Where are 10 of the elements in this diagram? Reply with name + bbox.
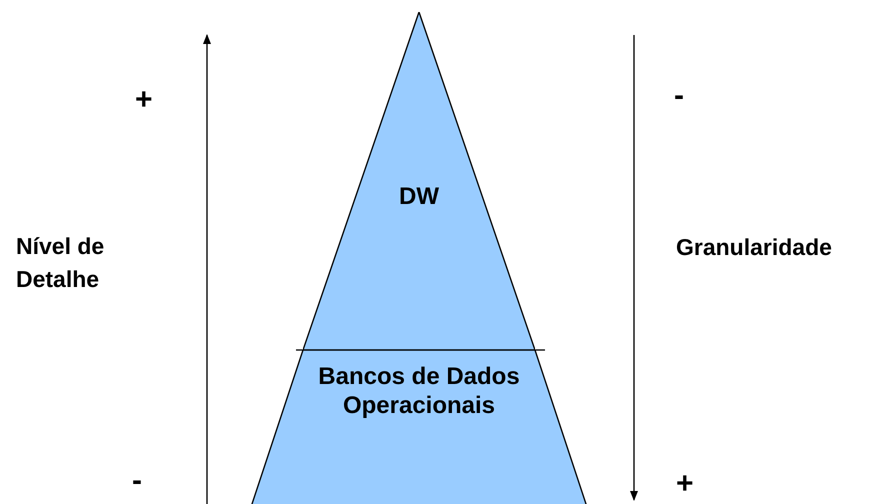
plus-sign: + [135,82,154,118]
section-label: DW [398,182,440,211]
axis-label: Granularidade [676,233,833,262]
section-label: Bancos de Dados Operacionais [317,362,521,420]
minus-sign: - [132,463,143,499]
pyramid-top-section [303,12,535,350]
minus-sign: - [674,78,685,114]
pyramid-base-section [250,350,588,504]
axis-label: Nível de Detalhe [16,232,106,294]
plus-sign: + [676,466,695,502]
